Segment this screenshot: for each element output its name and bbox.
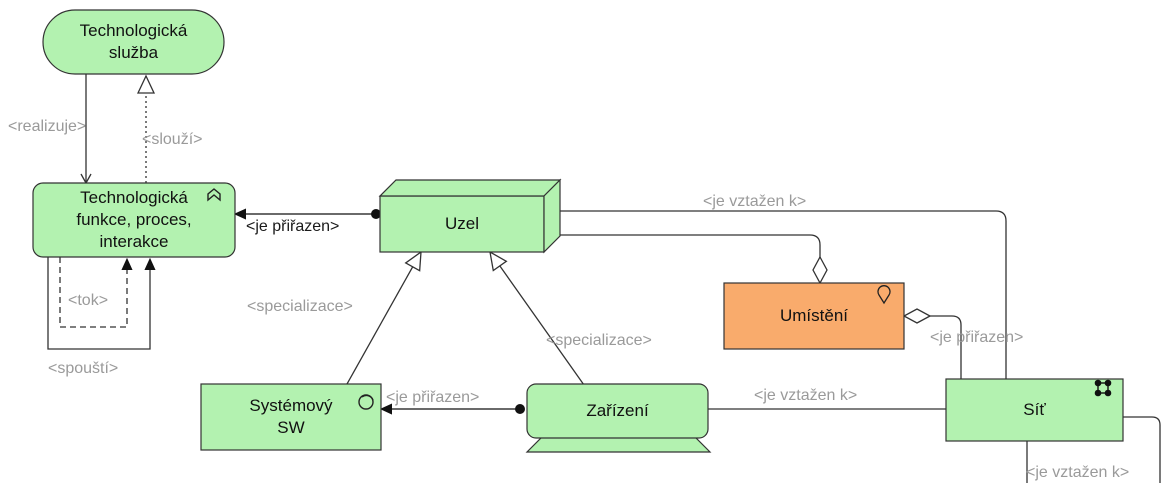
specialization-device-connector[interactable]	[489, 250, 585, 386]
location-node[interactable]	[723, 282, 905, 350]
technology-function-line1: Technologická	[80, 188, 188, 207]
aggregation-network-location-connector[interactable]	[902, 308, 962, 379]
technology-function-label: Technologická funkce, proces, interakce	[33, 183, 235, 257]
serves-label: <slouží>	[142, 131, 203, 148]
association-network-self-connector[interactable]	[1123, 416, 1161, 483]
aggregation-node-location-connector[interactable]	[544, 234, 828, 285]
technology-function-node[interactable]	[32, 182, 236, 258]
system-software-line1: Systémový	[249, 396, 333, 415]
association-device-network-label: <je vztažen k>	[754, 387, 858, 404]
specialization-left-label: <specializace>	[247, 298, 353, 315]
network-label: Síť	[1023, 400, 1046, 419]
assignment-device-system-label: <je přiřazen>	[386, 389, 480, 406]
realizes-label: <realizuje>	[8, 118, 87, 135]
location-pin-icon	[877, 285, 891, 305]
system-software-line2: SW	[277, 418, 305, 437]
association-node-network-connector[interactable]	[560, 210, 1007, 379]
flow-label: <tok>	[68, 292, 109, 309]
device-label: Zařízení	[586, 401, 649, 420]
technology-service-node[interactable]	[42, 9, 225, 75]
location-label: Umístění	[779, 306, 849, 325]
association-network-self-label: <je vztažen k>	[1026, 464, 1130, 481]
function-icon	[207, 188, 221, 202]
specialization-right-label: <specializace>	[546, 332, 652, 349]
system-software-icon	[358, 394, 374, 410]
flow-connector[interactable]	[59, 257, 127, 328]
technology-function-line3: interakce	[99, 232, 169, 251]
node-label: Uzel	[444, 214, 479, 233]
triggers-connector[interactable]	[47, 257, 150, 350]
technology-service-line1: Technologická	[79, 21, 188, 40]
system-software-node[interactable]	[200, 383, 382, 451]
device-node[interactable]	[525, 383, 712, 453]
technology-function-line2: funkce, proces,	[76, 210, 192, 229]
triggers-label: <spouští>	[48, 360, 119, 377]
specialization-system-connector[interactable]	[346, 250, 422, 385]
node-element[interactable]	[378, 178, 562, 254]
association-node-network-label: <je vztažen k>	[703, 193, 807, 210]
assignment-node-function-label: <je přiřazen>	[246, 218, 340, 235]
network-node[interactable]	[945, 378, 1124, 442]
network-icon	[1094, 379, 1112, 397]
assignment-location-label: <je přiřazen>	[930, 329, 1024, 346]
technology-service-label: Technologická služba	[43, 10, 224, 74]
technology-service-line2: služba	[108, 43, 159, 62]
